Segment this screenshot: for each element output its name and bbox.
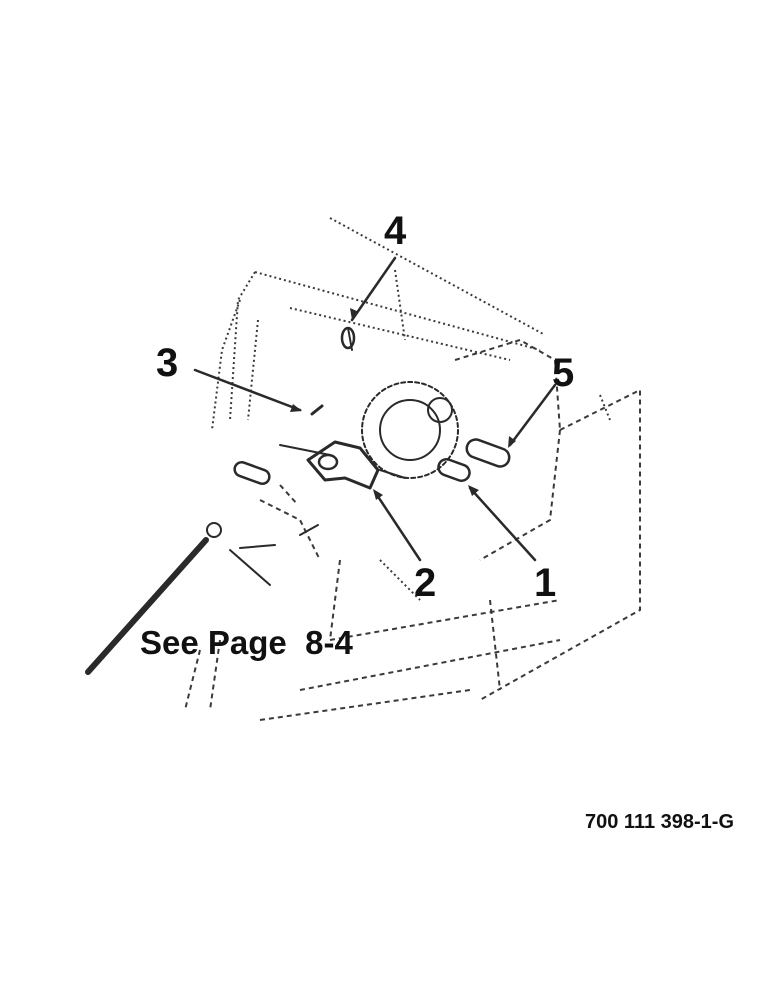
leader-lines: [193, 256, 557, 562]
linkage-rod: [85, 484, 321, 675]
roll-pin-part-3: [310, 404, 324, 416]
figure-id: 700 111 398-1-G: [585, 811, 734, 833]
pin-part-1: [437, 458, 471, 482]
cotter-pin-part-4: [340, 326, 356, 351]
callout-4: 4: [384, 209, 407, 253]
callout-3: 3: [156, 341, 178, 385]
callout-2: 2: [414, 561, 436, 605]
clevis-part-2: [279, 440, 406, 490]
callout-1: 1: [534, 561, 556, 605]
sprocket: [361, 338, 561, 479]
machine-frame: [184, 217, 641, 721]
left-pin: [233, 460, 271, 486]
callout-5: 5: [552, 351, 574, 395]
cross-reference-label: See Page 8-4: [140, 624, 353, 661]
shaft-part-5: [465, 438, 511, 468]
